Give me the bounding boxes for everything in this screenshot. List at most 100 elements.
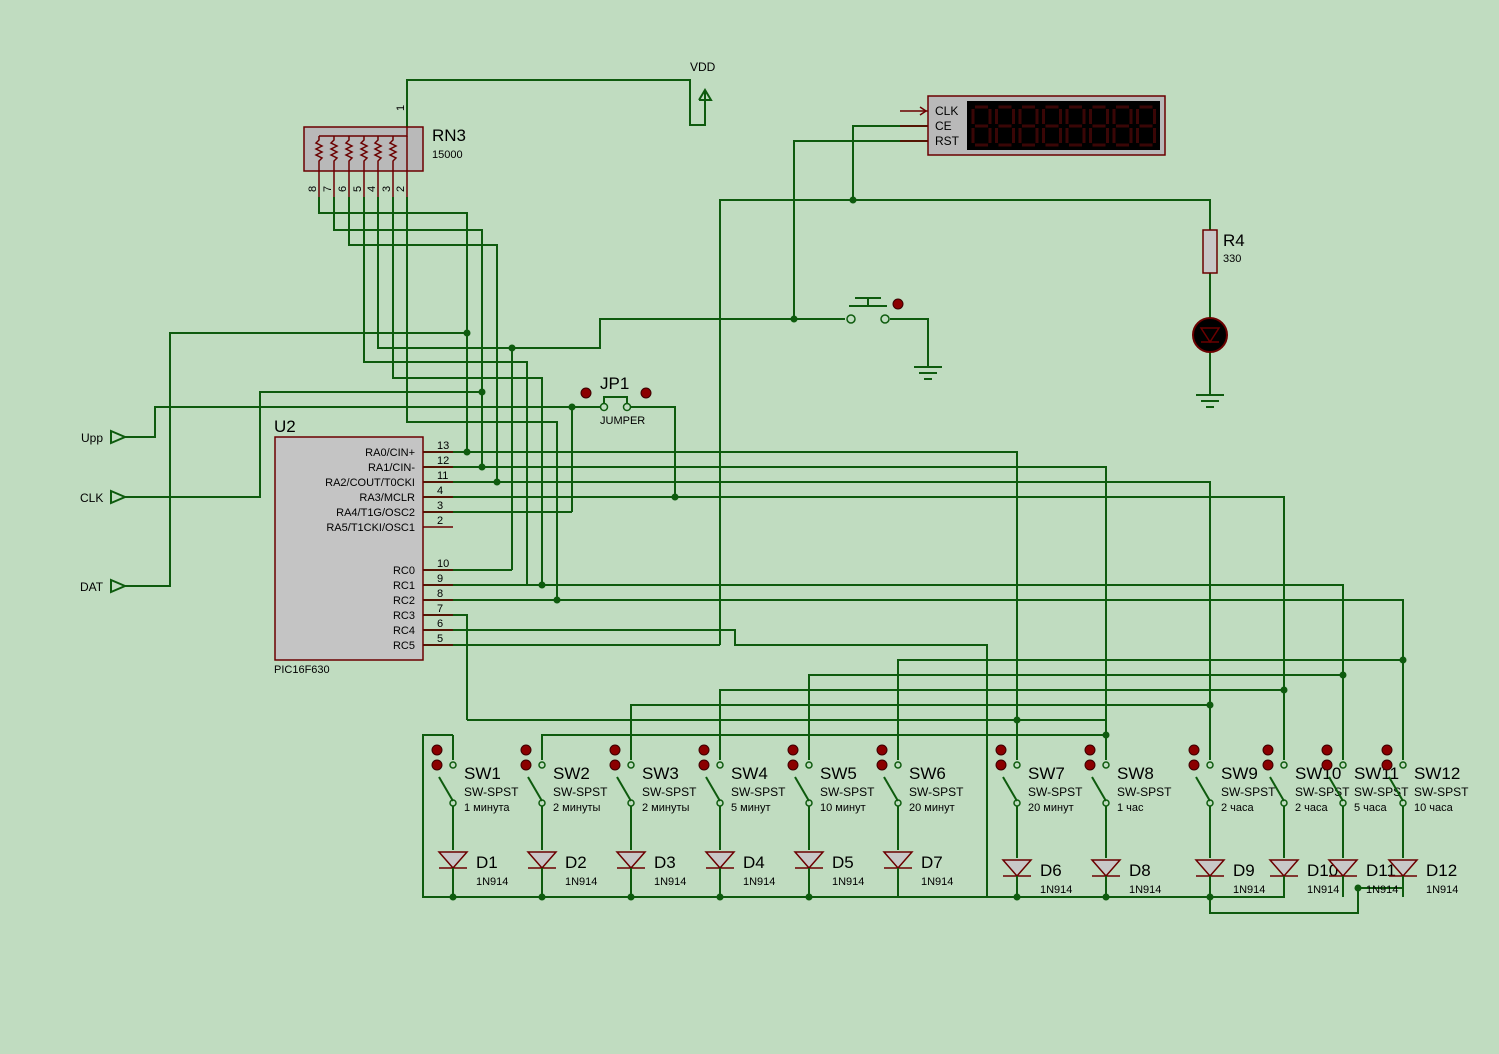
- u2-pin-name: RC5: [393, 640, 415, 652]
- switch-note: 2 минуты: [642, 802, 689, 814]
- diode-symbol: [526, 851, 558, 870]
- rn3-resistor-network: RN3 15000 1 2 3 4 5 6 7 8: [303, 105, 466, 197]
- diode-type: 1N914: [565, 876, 597, 888]
- u2-pin-name: RC4: [393, 625, 415, 637]
- jp1-value: JUMPER: [600, 415, 645, 427]
- switch-ref: SW6: [909, 764, 946, 783]
- terminal-clk: CLK: [80, 489, 128, 505]
- diode-symbol: [615, 851, 647, 870]
- r4-value: 330: [1223, 253, 1241, 265]
- seven-segment-display: CLK CE RST: [900, 95, 1166, 156]
- switch-note: 10 часа: [1414, 802, 1454, 814]
- diode-type: 1N914: [1040, 884, 1072, 896]
- u2-pin-number: 10: [437, 558, 449, 570]
- switch-type: SW-SPST: [1117, 785, 1172, 799]
- diode-type: 1N914: [1233, 884, 1265, 896]
- diode-ref: D5: [832, 853, 854, 872]
- switch-type: SW-SPST: [1028, 785, 1083, 799]
- switch-note: 2 часа: [1295, 802, 1329, 814]
- diode-symbol: [1001, 859, 1033, 878]
- u2-pin-name: RC3: [393, 610, 415, 622]
- switch-ref: SW7: [1028, 764, 1065, 783]
- u2-pin-name: RA0/CIN+: [365, 447, 415, 459]
- u2-pin-name: RA1/CIN-: [368, 462, 415, 474]
- display-digit: [995, 105, 1015, 147]
- switch-note: 20 минут: [909, 802, 955, 814]
- diode-ref: D12: [1426, 861, 1457, 880]
- switch-type: SW-SPST: [820, 785, 875, 799]
- diode-ref: D8: [1129, 861, 1151, 880]
- diode-symbol: [704, 851, 736, 870]
- u2-ref: U2: [274, 417, 296, 436]
- display-digit: [1112, 105, 1133, 147]
- switch-type: SW-SPST: [553, 785, 608, 799]
- diode-ref: D1: [476, 853, 498, 872]
- ground-symbol-led: [1196, 394, 1224, 408]
- u2-pin-number: 6: [437, 618, 443, 630]
- switch-ref: SW4: [731, 764, 768, 783]
- display-ce-pin: CE: [935, 119, 952, 133]
- display-digit: [971, 105, 992, 147]
- diode-ref: D3: [654, 853, 676, 872]
- vdd-label: VDD: [690, 60, 716, 74]
- r4-ref: R4: [1223, 231, 1245, 250]
- jp1-jumper: JP1 JUMPER: [580, 374, 652, 427]
- u2-pin-number: 9: [437, 573, 443, 585]
- diode-ref: D7: [921, 853, 943, 872]
- u2-pin-number: 3: [437, 500, 443, 512]
- rn3-pin-3: 3: [381, 186, 393, 192]
- jp1-ref: JP1: [600, 374, 629, 393]
- diode-ref: D6: [1040, 861, 1062, 880]
- diode-type: 1N914: [654, 876, 686, 888]
- diode-symbol: [793, 851, 825, 870]
- u2-pin-name: RC1: [393, 580, 415, 592]
- display-clk-pin: CLK: [935, 104, 958, 118]
- r4-resistor: R4 330: [1202, 229, 1245, 274]
- diode-symbol: [1194, 859, 1226, 878]
- u2-pin-name: RA3/MCLR: [359, 492, 415, 504]
- rn3-pin-7: 7: [322, 186, 334, 192]
- u2-pin-name: RA5/T1CKI/OSC1: [326, 522, 415, 534]
- led: [1192, 317, 1228, 353]
- u2-pin-name: RA2/COUT/T0CKI: [325, 477, 415, 489]
- switch-type: SW-SPST: [1295, 785, 1350, 799]
- switch-ref: SW8: [1117, 764, 1154, 783]
- u2-pin-number: 8: [437, 588, 443, 600]
- diode-type: 1N914: [1129, 884, 1161, 896]
- terminal-dat: DAT: [80, 578, 128, 594]
- diode-type: 1N914: [476, 876, 508, 888]
- u2-pin-number: 2: [437, 515, 443, 527]
- display-digit: [1089, 105, 1109, 147]
- wires: [125, 79, 1404, 914]
- display-digit: [1018, 105, 1039, 147]
- u2-pin-name: RC2: [393, 595, 415, 607]
- diode-symbol: [1268, 859, 1300, 878]
- display-rst-pin: RST: [935, 134, 960, 148]
- u2-pin-number: 7: [437, 603, 443, 615]
- rn3-pin-8: 8: [307, 186, 319, 192]
- u2-microcontroller: U2 PIC16F630 RA0/CIN+13RA1/CIN-12RA2/COU…: [274, 417, 453, 676]
- diode-ref: D2: [565, 853, 587, 872]
- rn3-pin-1: 1: [395, 105, 407, 111]
- rn3-value: 15000: [432, 149, 463, 161]
- switch-type: SW-SPST: [909, 785, 964, 799]
- u2-part: PIC16F630: [274, 664, 330, 676]
- switch-type: SW-SPST: [642, 785, 697, 799]
- u2-pin-number: 5: [437, 633, 443, 645]
- switch-type: SW-SPST: [1221, 785, 1276, 799]
- terminal-clk-label: CLK: [80, 491, 103, 505]
- switch-note: 20 минут: [1028, 802, 1074, 814]
- diode-symbol: [882, 851, 914, 870]
- terminal-upp-label: Upp: [81, 431, 103, 445]
- switch-type: SW-SPST: [464, 785, 519, 799]
- switch-type: SW-SPST: [1414, 785, 1469, 799]
- rn3-pin-5: 5: [352, 186, 364, 192]
- diode-symbol: [1090, 859, 1122, 878]
- switch-ref: SW9: [1221, 764, 1258, 783]
- display-digit: [1042, 105, 1062, 147]
- switch-type: SW-SPST: [731, 785, 786, 799]
- terminal-upp: Upp: [81, 429, 128, 445]
- u2-pin-number: 4: [437, 485, 443, 497]
- diode-type: 1N914: [921, 876, 953, 888]
